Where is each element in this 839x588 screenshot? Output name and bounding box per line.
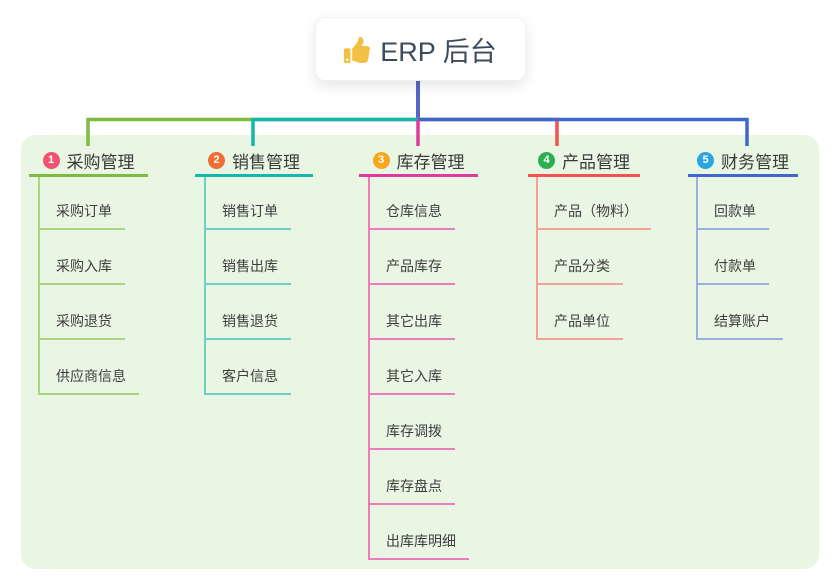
branch-1-header[interactable]: 1 采购管理: [29, 146, 148, 177]
branches-panel: [21, 135, 819, 569]
thumbs-up-icon: [344, 37, 371, 63]
branch-1-child-item[interactable]: 采购退货: [38, 310, 125, 340]
branch-5-child-item[interactable]: 付款单: [696, 255, 769, 285]
branch-3-child-item[interactable]: 产品库存: [368, 255, 455, 285]
branch-2-child-item[interactable]: 销售退货: [204, 310, 291, 340]
branch-5-header[interactable]: 5 财务管理: [688, 146, 798, 177]
branch-5-child-item[interactable]: 回款单: [696, 200, 769, 230]
branch-4-label: 产品管理: [562, 152, 630, 172]
branch-3-number-badge: 3: [372, 151, 390, 169]
root-title: ERP 后台: [380, 36, 497, 67]
branch-3-child-item[interactable]: 出库库明细: [368, 530, 469, 560]
branch-2-child-item[interactable]: 销售出库: [204, 255, 291, 285]
branch-4-child-item[interactable]: 产品（物料）: [536, 200, 651, 230]
branch-4-header[interactable]: 4 产品管理: [528, 146, 640, 177]
branch-3-header[interactable]: 3 库存管理: [359, 146, 478, 177]
branch-4-number-badge: 4: [538, 151, 555, 169]
branch-2-number-badge: 2: [208, 151, 225, 169]
branch-3-label: 库存管理: [396, 152, 465, 172]
branch-2-child-item[interactable]: 客户信息: [204, 365, 291, 395]
branch-3-child-item[interactable]: 其它入库: [368, 365, 455, 395]
branch-2-header[interactable]: 2 销售管理: [195, 146, 313, 177]
branch-3-child-item[interactable]: 其它出库: [368, 310, 455, 340]
branch-1-child-item[interactable]: 供应商信息: [38, 365, 139, 395]
branch-2-child-item[interactable]: 销售订单: [204, 200, 291, 230]
branch-4-child-item[interactable]: 产品单位: [536, 310, 623, 340]
branch-4-child-item[interactable]: 产品分类: [536, 255, 623, 285]
branch-3-child-item[interactable]: 库存盘点: [368, 475, 455, 505]
branch-1-child-item[interactable]: 采购入库: [38, 255, 125, 285]
branch-2-label: 销售管理: [232, 152, 300, 172]
branch-5-number-badge: 5: [697, 151, 714, 169]
branch-1-label: 采购管理: [66, 152, 135, 172]
branch-3-child-item[interactable]: 库存调拨: [368, 420, 455, 450]
branch-1-number-badge: 1: [42, 151, 60, 169]
branch-1-child-item[interactable]: 采购订单: [38, 200, 125, 230]
root-node-erp[interactable]: ERP 后台: [315, 17, 526, 81]
branch-5-label: 财务管理: [721, 152, 789, 172]
branch-3-child-item[interactable]: 仓库信息: [368, 200, 455, 230]
branch-5-child-item[interactable]: 结算账户: [696, 310, 783, 340]
